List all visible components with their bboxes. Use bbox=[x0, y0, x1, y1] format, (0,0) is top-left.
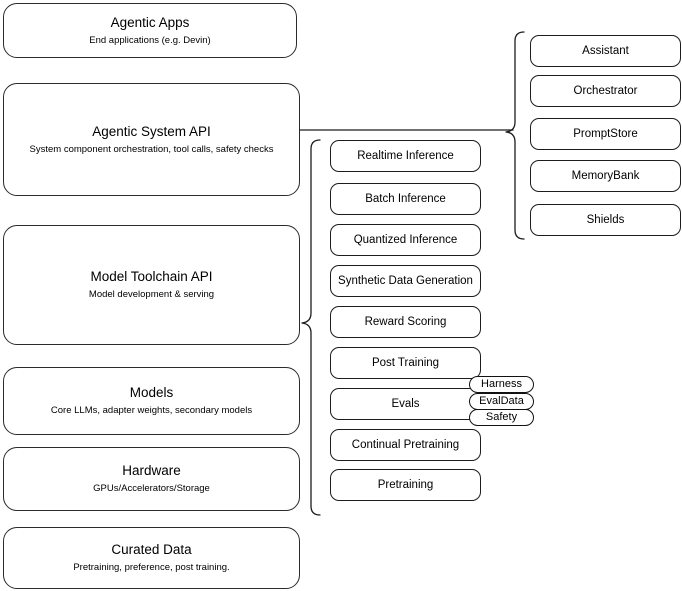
layer-agentic-apps[interactable]: Agentic Apps End applications (e.g. Devi… bbox=[3, 3, 297, 58]
layer-model-toolchain-api[interactable]: Model Toolchain API Model development & … bbox=[3, 225, 300, 345]
layer-title: Agentic System API bbox=[92, 123, 211, 139]
tag-label: EvalData bbox=[479, 395, 524, 407]
toolchain-item-continual-pretraining[interactable]: Continual Pretraining bbox=[330, 429, 481, 461]
layer-subtitle: GPUs/Accelerators/Storage bbox=[93, 483, 210, 494]
layer-curated-data[interactable]: Curated Data Pretraining, preference, po… bbox=[3, 527, 300, 589]
layer-title: Hardware bbox=[122, 463, 181, 478]
item-label: Post Training bbox=[371, 357, 440, 369]
item-label: Assistant bbox=[582, 45, 629, 57]
item-label: Continual Pretraining bbox=[351, 439, 460, 451]
system-brace bbox=[505, 31, 525, 240]
toolchain-item-synthetic-data-generation[interactable]: Synthetic Data Generation bbox=[330, 265, 481, 297]
layer-subtitle: Core LLMs, adapter weights, secondary mo… bbox=[50, 405, 253, 416]
toolchain-item-pretraining[interactable]: Pretraining bbox=[330, 469, 481, 501]
item-label: Synthetic Data Generation bbox=[338, 275, 473, 287]
layer-title: Model Toolchain API bbox=[90, 269, 213, 284]
item-label: Batch Inference bbox=[365, 193, 446, 205]
layer-subtitle: Model development & serving bbox=[88, 289, 215, 300]
system-item-memorybank[interactable]: MemoryBank bbox=[530, 160, 681, 192]
system-item-assistant[interactable]: Assistant bbox=[530, 35, 681, 67]
item-label: Realtime Inference bbox=[357, 150, 454, 162]
system-item-shields[interactable]: Shields bbox=[530, 204, 681, 236]
toolchain-item-reward-scoring[interactable]: Reward Scoring bbox=[330, 306, 481, 338]
layer-subtitle: System component orchestration, tool cal… bbox=[29, 143, 274, 155]
system-item-orchestrator[interactable]: Orchestrator bbox=[530, 75, 681, 107]
eval-tag-evaldata[interactable]: EvalData bbox=[469, 393, 534, 410]
item-label: Pretraining bbox=[377, 479, 434, 491]
toolchain-item-post-training[interactable]: Post Training bbox=[330, 347, 481, 379]
layer-title: Agentic Apps bbox=[110, 14, 190, 30]
layer-subtitle: End applications (e.g. Devin) bbox=[89, 34, 211, 46]
item-label: MemoryBank bbox=[571, 170, 640, 182]
item-label: PromptStore bbox=[573, 128, 638, 140]
toolchain-item-quantized-inference[interactable]: Quantized Inference bbox=[330, 224, 481, 256]
item-label: Quantized Inference bbox=[353, 234, 458, 246]
tag-label: Harness bbox=[481, 378, 522, 390]
toolchain-item-batch-inference[interactable]: Batch Inference bbox=[330, 183, 481, 215]
eval-tag-safety[interactable]: Safety bbox=[469, 409, 534, 426]
item-label: Evals bbox=[391, 398, 420, 410]
item-label: Shields bbox=[586, 214, 625, 226]
layer-hardware[interactable]: Hardware GPUs/Accelerators/Storage bbox=[3, 447, 300, 511]
item-label: Orchestrator bbox=[573, 85, 638, 97]
item-label: Reward Scoring bbox=[364, 316, 447, 328]
toolchain-item-realtime-inference[interactable]: Realtime Inference bbox=[330, 140, 481, 172]
eval-tag-harness[interactable]: Harness bbox=[469, 376, 534, 393]
layer-subtitle: Pretraining, preference, post training. bbox=[73, 562, 230, 573]
layer-agentic-system-api[interactable]: Agentic System API System component orch… bbox=[3, 83, 300, 196]
toolchain-brace bbox=[301, 139, 321, 516]
layer-title: Models bbox=[129, 385, 174, 400]
layer-title: Curated Data bbox=[111, 542, 192, 557]
toolchain-item-evals[interactable]: Evals bbox=[330, 388, 481, 420]
layer-models[interactable]: Models Core LLMs, adapter weights, secon… bbox=[3, 367, 300, 435]
system-item-promptstore[interactable]: PromptStore bbox=[530, 118, 681, 150]
tag-label: Safety bbox=[485, 411, 518, 423]
